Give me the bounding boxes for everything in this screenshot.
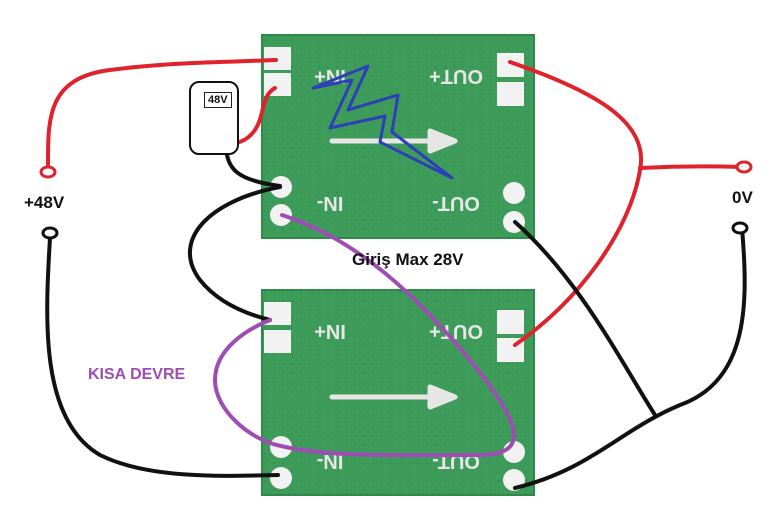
upper-out-minus-label: OUT- [432,192,480,214]
lightning-bolt-icon [311,64,454,180]
upper-out-plus-label: OUT+ [429,65,483,87]
upper-direction-arrow [329,128,458,154]
upper-in-minus-label: IN- [317,192,344,214]
black-wire-upper-out-minus [513,220,657,417]
zero-v-terminal [735,160,753,174]
lower-out-plus-label: OUT+ [429,320,483,342]
zero-v-label: 0V [732,188,753,207]
plus-48v-terminal [39,165,57,179]
meter-reading: 48V [204,92,232,108]
black-wires [45,146,747,490]
upper-out-plus-pad-2 [497,82,524,106]
black-wire-upper-in-minus-to-lower-in-plus [187,185,282,322]
lower-direction-arrow [329,384,458,410]
plus-48v-return-terminal [41,226,59,240]
red-wire-0v-bus [638,164,744,170]
lower-in-minus-label: IN- [317,450,344,472]
lower-converter-board: IN+ OUT+ IN- OUT- [261,289,535,496]
upper-in-plus-pad-1 [264,47,291,70]
upper-out-minus-pad-1 [503,182,525,204]
purple-short-circuit-wire [212,213,516,458]
black-wire-48v-return [45,236,280,478]
zero-v-return-terminal [731,221,749,235]
red-wire-48v-to-in-plus [45,58,278,170]
lower-out-plus-pad-1 [497,310,524,334]
red-wire-out-plus-to-0v [508,60,644,347]
plus-48v-label: +48V [24,193,65,212]
input-max-label: Giriş Max 28V [352,250,464,269]
lower-out-minus-pad-1 [503,441,525,463]
black-wire-0v-return [513,226,747,490]
short-circuit-label: KISA DEVRE [88,366,186,383]
lower-in-plus-label: IN+ [314,320,346,342]
lower-in-minus-pad-2 [270,467,292,489]
lower-in-plus-pad-2 [264,330,291,353]
